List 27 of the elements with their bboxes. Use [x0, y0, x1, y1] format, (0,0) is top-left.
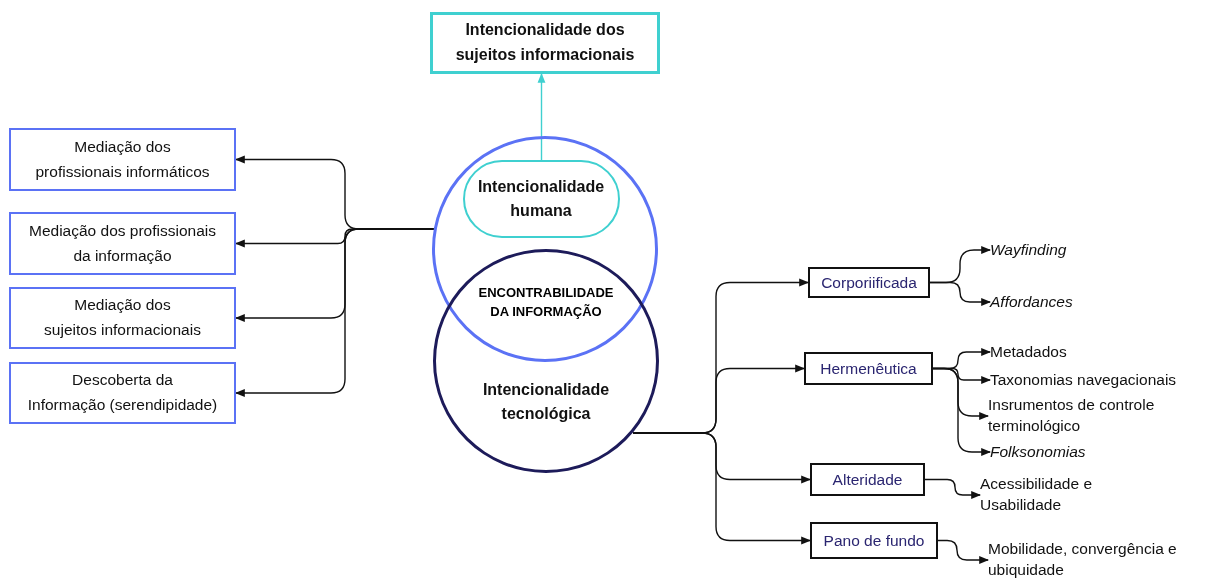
title-box: Intencionalidade dos sujeitos informacionais [430, 12, 660, 74]
leaf-text: Wayfinding [990, 238, 1100, 262]
leaf-text: Metadados [990, 341, 1090, 363]
circle [432, 136, 658, 362]
process-box: Alteridade [810, 463, 925, 496]
process-box: Mediação dos profissionais da informação [9, 212, 236, 275]
rounded-box: Intencionalidade humana [462, 159, 620, 238]
leaf-text: Taxonomias navegacionais [990, 369, 1212, 391]
leaf-text: Folksonomias [990, 441, 1110, 463]
process-box: Corporiificada [808, 267, 930, 298]
connector-arrow [537, 73, 546, 161]
process-box: Mediação dos sujeitos informacionais [9, 287, 236, 349]
process-box: Descoberta da Informação (serendipidade) [9, 362, 236, 424]
diagram-label: ENCONTRABILIDADE DA INFORMAÇÃO [477, 284, 615, 321]
connector-arrow [235, 228, 435, 397]
connector-arrow [929, 281, 991, 306]
connector-arrow [924, 478, 981, 499]
connector-arrow [937, 539, 989, 564]
connector-arrow [932, 367, 991, 456]
process-box: Mediação dos profissionais informáticos [9, 128, 236, 191]
leaf-text: Acessibilidade e Usabilidade [980, 473, 1130, 517]
leaf-text: Affordances [990, 290, 1100, 314]
process-box: Hermenêutica [804, 352, 933, 385]
leaf-text: Insrumentos de controle terminológico [988, 394, 1168, 438]
process-box: Pano de fundo [810, 522, 938, 559]
leaf-text: Mobilidade, convergência e ubiquidade [988, 537, 1183, 583]
connector-arrow [632, 432, 811, 545]
